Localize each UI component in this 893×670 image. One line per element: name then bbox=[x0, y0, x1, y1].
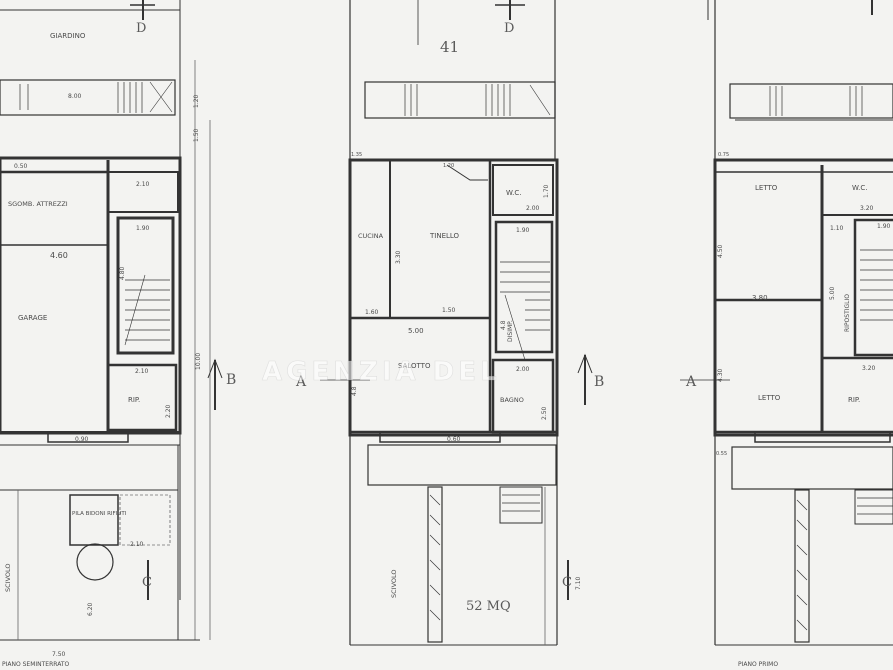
dim: 2.00 bbox=[516, 366, 530, 373]
dim: 7.50 bbox=[52, 651, 66, 658]
dim: 0.55 bbox=[716, 451, 727, 457]
label-letto-1: LETTO bbox=[755, 184, 778, 192]
label-giardino: GIARDINO bbox=[50, 32, 86, 40]
dim: 3.20 bbox=[862, 365, 876, 372]
label-scala-mid: CUCINA bbox=[358, 232, 384, 240]
label-ripostiglio-right: RIPOSTIGLIO bbox=[844, 294, 851, 332]
dim: 1.20 bbox=[443, 163, 454, 169]
section-c-left: C bbox=[142, 575, 152, 590]
dim: 4.30 bbox=[717, 368, 724, 382]
dim: 5.00 bbox=[408, 327, 424, 335]
dim: 4.80 bbox=[119, 266, 126, 280]
dim: 4.50 bbox=[717, 244, 724, 258]
dim: 2.10 bbox=[136, 181, 150, 188]
dim: 1.50 bbox=[193, 128, 200, 142]
dim: 2.00 bbox=[526, 205, 540, 212]
dim: 1.50 bbox=[442, 307, 456, 314]
watermark-text: AGENZIA DEL bbox=[262, 357, 501, 387]
plan-right bbox=[680, 0, 893, 646]
dim: 5.00 bbox=[829, 286, 836, 300]
hand-annotations: 41 52 MQ A A B B D D C C PIANO SEMINTERR… bbox=[2, 21, 778, 668]
dim: 6.20 bbox=[87, 602, 94, 616]
label-salotto: SALOTTO bbox=[398, 362, 431, 370]
label-rip-right: RIP. bbox=[848, 396, 860, 404]
dim: 3.20 bbox=[860, 205, 874, 212]
dim: 0.50 bbox=[14, 163, 28, 170]
label-wc-right: W.C. bbox=[852, 184, 867, 192]
dim: 3.80 bbox=[752, 294, 768, 302]
dim: 1.10 bbox=[830, 225, 844, 232]
dim: 3.30 bbox=[395, 250, 402, 264]
label-pila-bidoni: PILA BIDONI RIFIUTI bbox=[72, 511, 127, 517]
dim: 1.90 bbox=[136, 225, 150, 232]
plan-middle bbox=[320, 0, 593, 646]
section-d-right: D bbox=[504, 21, 514, 36]
dim: 4.8 bbox=[351, 386, 358, 396]
label-scivolo-left: SCIVOLO bbox=[4, 563, 12, 592]
section-d-left: D bbox=[136, 21, 146, 36]
label-scivolo-mid: SCIVOLO bbox=[390, 569, 398, 598]
label-letto-2: LETTO bbox=[758, 394, 781, 402]
label-rip-left: RIP. bbox=[128, 396, 140, 404]
dim: 0.75 bbox=[718, 152, 729, 158]
label-tinello: TINELLO bbox=[429, 232, 460, 240]
dim: 2.20 bbox=[165, 404, 172, 418]
page-number: 41 bbox=[440, 38, 459, 56]
dim: 1.60 bbox=[365, 309, 379, 316]
label-bagno: BAGNO bbox=[500, 396, 524, 404]
dim: 1.90 bbox=[516, 227, 530, 234]
label-garage: GARAGE bbox=[18, 314, 47, 322]
dim: 2.10 bbox=[130, 541, 144, 548]
area-note: 52 MQ bbox=[466, 599, 511, 614]
section-c-right: C bbox=[562, 575, 572, 590]
plan-left bbox=[0, 0, 223, 641]
section-a-left: A bbox=[295, 374, 307, 390]
dimension-labels: 4.60 2.10 1.90 4.80 2.10 8.00 1.20 1.50 … bbox=[14, 93, 891, 658]
caption-left: PIANO SEMINTERRATO bbox=[2, 661, 69, 668]
dim: 8.00 bbox=[68, 93, 82, 100]
dim: 4.8 bbox=[500, 320, 507, 330]
dim: 1.20 bbox=[193, 94, 200, 108]
section-b-left: B bbox=[226, 372, 236, 388]
section-a-right: A bbox=[685, 374, 697, 390]
dim: 2.10 bbox=[135, 368, 149, 375]
dim: 4.60 bbox=[50, 251, 68, 260]
section-b-right: B bbox=[594, 374, 604, 390]
dim: 1.70 bbox=[543, 184, 550, 198]
dim: 0.90 bbox=[75, 436, 89, 443]
dim: 1.90 bbox=[877, 223, 891, 230]
dim: 2.50 bbox=[541, 406, 548, 420]
caption-right: PIANO PRIMO bbox=[738, 661, 778, 668]
label-disimpegno: DISIMP. bbox=[507, 320, 514, 342]
label-sgombero: SGOMB. ATTREZZI bbox=[8, 200, 68, 208]
dim: 1.35 bbox=[351, 152, 362, 158]
dim: 10.00 bbox=[195, 353, 202, 370]
dim: 0.60 bbox=[447, 436, 461, 443]
room-labels: GIARDINO SGOMB. ATTREZZI GARAGE RIP. CUC… bbox=[4, 32, 867, 598]
dim: 7.10 bbox=[575, 576, 582, 590]
label-wc-mid: W.C. bbox=[506, 189, 521, 197]
